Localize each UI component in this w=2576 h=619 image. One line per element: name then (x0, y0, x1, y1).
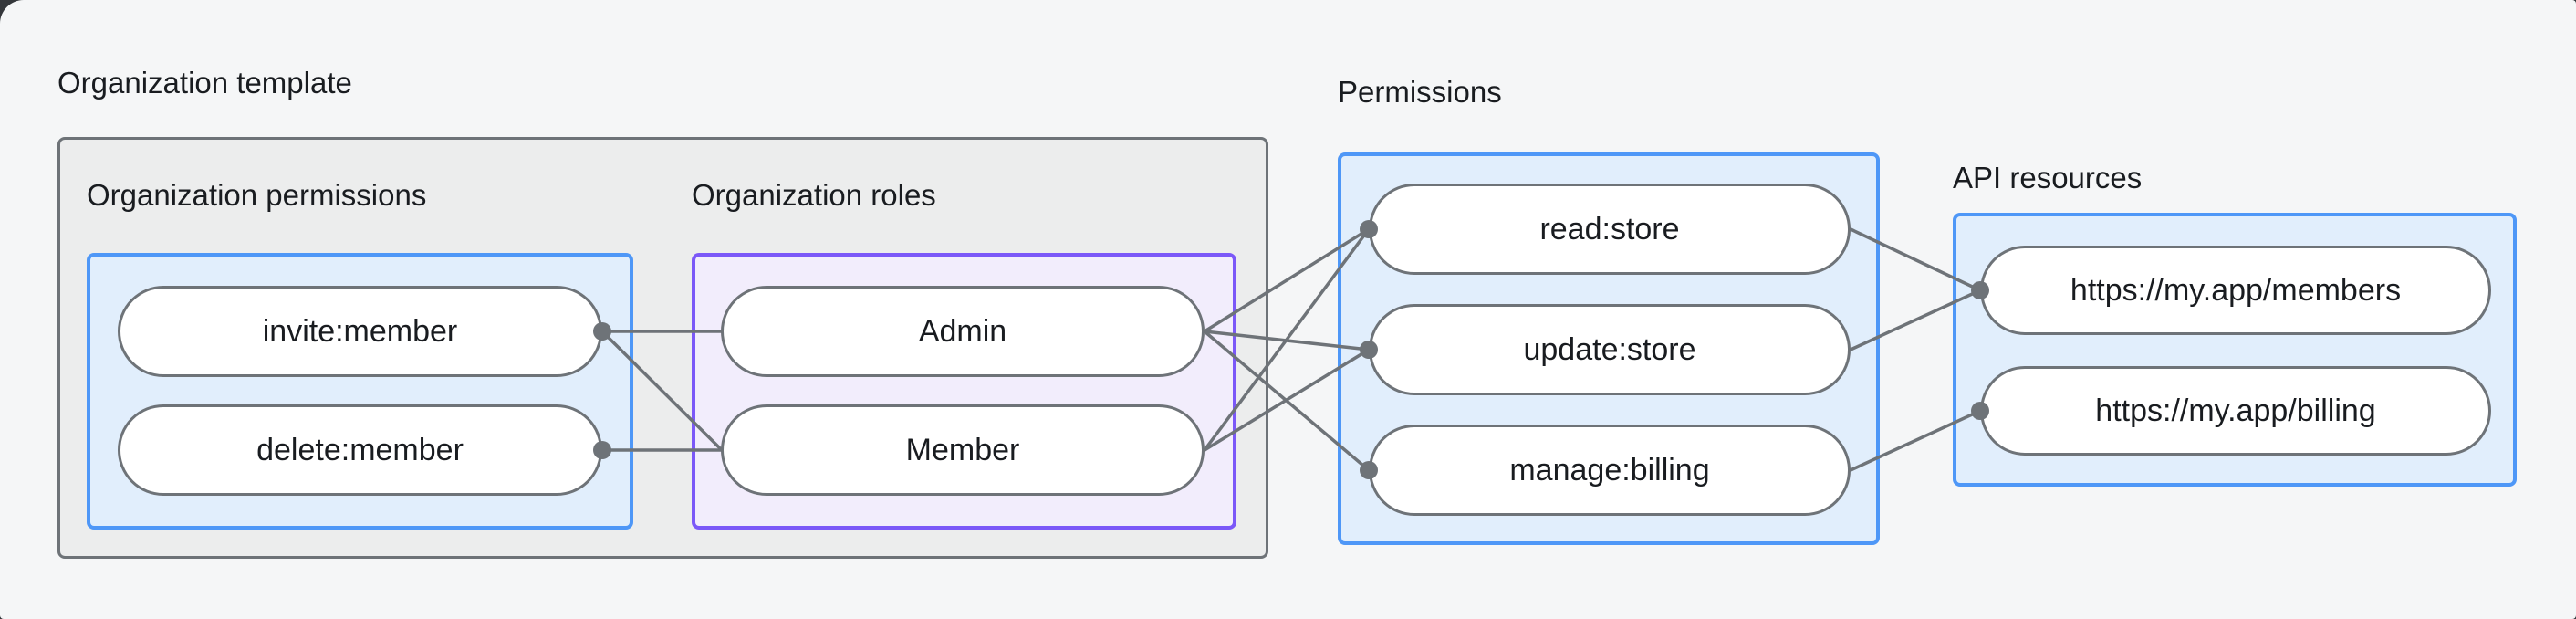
group-label-api-resources: API resources (1953, 161, 2143, 194)
node-read-store: read:store (1369, 184, 1851, 275)
node-api-members: https://my.app/members (1980, 246, 2491, 335)
node-manage-billing: manage:billing (1369, 425, 1851, 516)
node-invite-member: invite:member (118, 286, 602, 377)
group-label-organization-template: Organization template (57, 66, 352, 100)
group-label-organization-roles: Organization roles (692, 178, 936, 212)
node-update-store: update:store (1369, 304, 1851, 395)
group-label-organization-permissions: Organization permissions (87, 178, 427, 212)
node-api-billing: https://my.app/billing (1980, 366, 2491, 456)
node-member: Member (721, 404, 1205, 496)
node-admin: Admin (721, 286, 1205, 377)
node-delete-member: delete:member (118, 404, 602, 496)
group-label-permissions: Permissions (1338, 75, 1502, 109)
